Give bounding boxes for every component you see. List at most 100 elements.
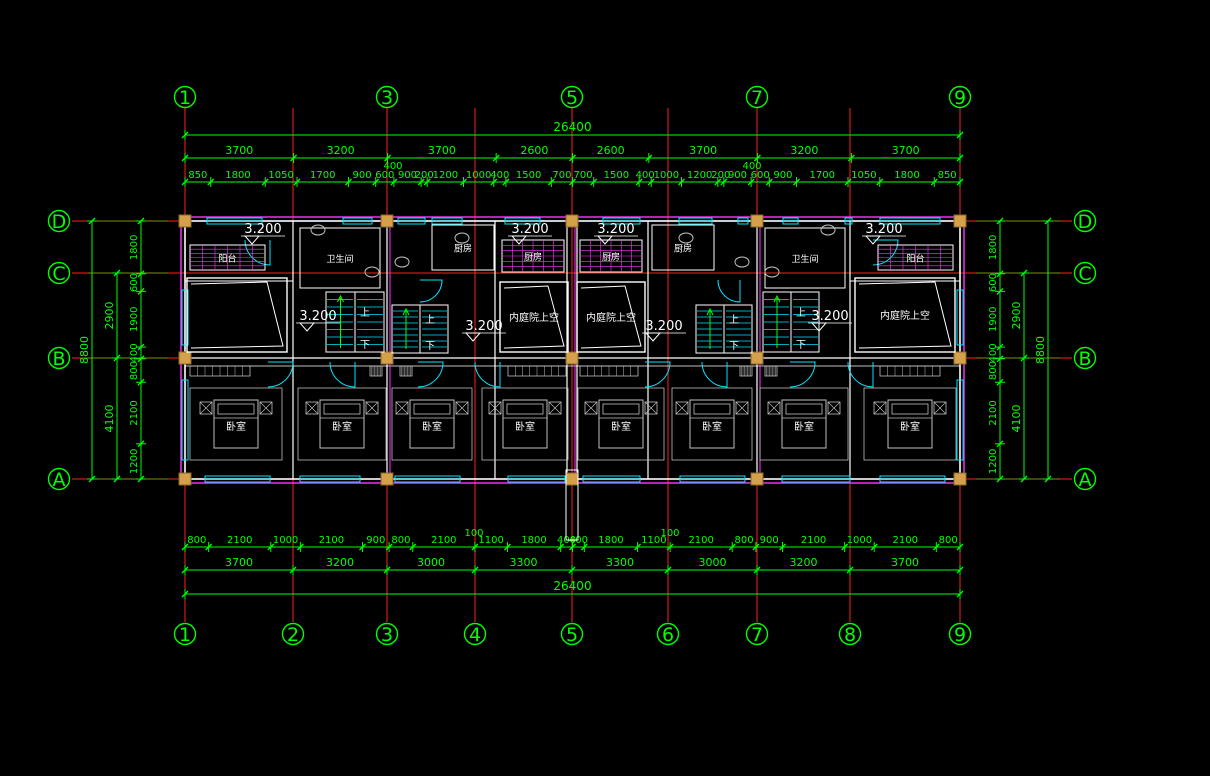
stair-right-up-label: 上 xyxy=(796,307,806,319)
bottom-detail-dim-slash-3 xyxy=(296,543,304,551)
top-detail-dim-slash-22 xyxy=(793,178,800,186)
bedroom-5-bed xyxy=(598,399,644,449)
top-bay-dim-value-6: 3200 xyxy=(790,144,818,157)
left-detail-dim-slash-5 xyxy=(137,378,145,386)
top-bay-dim-value-0: 3700 xyxy=(225,144,253,157)
bedroom-7-pillow xyxy=(785,403,823,415)
bottom-bubble-8-label: 8 xyxy=(844,624,856,646)
top-bubble-7-label: 7 xyxy=(751,87,763,109)
bedroom-2-bed xyxy=(319,399,365,449)
bottom-bubble-1-label: 1 xyxy=(179,624,191,646)
elevation-mark-5-value: 3.200 xyxy=(465,319,502,334)
bottom-bubble-5-circle xyxy=(560,622,584,646)
right-bubble-D-label: D xyxy=(1078,211,1093,233)
top-bubble-3-label: 3 xyxy=(381,87,393,109)
left-segment-dim-value-0: 2900 xyxy=(103,302,116,330)
bedroom-3-frame xyxy=(391,387,473,461)
bedroom-4-nightstand-x2-0 xyxy=(488,401,502,415)
right-detail-dim-slash-2 xyxy=(996,287,1004,295)
bottom-detail-dim-value-12: 1100 xyxy=(641,535,666,546)
top-bubble-7-circle xyxy=(745,85,769,109)
bedroom-4-nightstand-0 xyxy=(488,401,502,415)
structural-column-5 xyxy=(178,351,192,365)
top-detail-dim-value-18: 200 xyxy=(711,170,730,181)
top-overall-dim-value-0: 26400 xyxy=(553,120,591,134)
right-bubble-A-circle xyxy=(1073,467,1097,491)
bedroom-6-bed xyxy=(689,399,735,449)
bottom-bubble-8-circle xyxy=(838,622,862,646)
top-detail-dim-slash-4 xyxy=(345,178,352,186)
balcony-right-label: 阳台 xyxy=(906,253,924,265)
bottom-bay-dim-slash-8 xyxy=(956,566,964,574)
bedroom-8-nightstand-x2-1 xyxy=(933,401,947,415)
door-swing-11 xyxy=(717,279,741,303)
bedroom-5-nightstand-x2-0 xyxy=(584,401,598,415)
bedroom-1-label: 卧室 xyxy=(226,420,246,433)
door-swing-9 xyxy=(244,239,271,266)
bottom-bay-dim-slash-6 xyxy=(753,566,761,574)
top-detail-dim-slash-16 xyxy=(647,178,655,186)
bottom-detail-dim-slash-4 xyxy=(359,543,366,551)
top-detail-dim-value-20: 600 xyxy=(751,170,770,181)
bedroom-2-nightstand-x2-0 xyxy=(305,401,319,415)
bedroom-1-nightstand-0 xyxy=(199,401,213,415)
top-detail-dim-slash-15 xyxy=(635,178,643,186)
bedroom-3-label: 卧室 xyxy=(422,420,442,433)
right-bubble-C-circle xyxy=(1073,261,1097,285)
right-detail-dim-value-6: 1200 xyxy=(988,449,999,474)
bottom-detail-dim-slash-11 xyxy=(580,543,588,551)
door-swing-10 xyxy=(419,279,443,303)
structural-column-7 xyxy=(565,351,579,365)
bottom-detail-dim-slash-2 xyxy=(267,543,275,551)
bedroom-6-label: 卧室 xyxy=(702,420,722,433)
stair-right-down-label: 下 xyxy=(796,340,806,351)
bedroom-2-pillow xyxy=(323,403,361,415)
bedroom-3-pillow xyxy=(413,403,451,415)
top-bay-dim-slash-6 xyxy=(753,154,761,162)
left-segment-dim-value-1: 4100 xyxy=(103,405,116,433)
bottom-bubble-9-label: 9 xyxy=(954,624,966,646)
left-bubble-C-label: C xyxy=(52,263,65,285)
top-detail-dim-slash-19 xyxy=(720,178,728,186)
right-bubble-D-circle xyxy=(1073,209,1097,233)
elevation-mark-3-value: 3.200 xyxy=(865,222,902,237)
bedroom-7-nightstand-1 xyxy=(827,401,841,415)
structural-column-13 xyxy=(750,472,764,486)
bottom-detail-dim-value-19: 800 xyxy=(939,535,958,546)
left-bubble-C-circle xyxy=(47,261,71,285)
fixture-1 xyxy=(364,266,380,278)
kitchen-2-label: 厨房 xyxy=(524,251,542,263)
bottom-offset-right: 100 xyxy=(660,528,679,539)
bottom-bay-dim-slash-2 xyxy=(383,566,391,574)
right-segment-dim-value-1: 4100 xyxy=(1010,405,1023,433)
top-detail-dim-slash-14 xyxy=(590,178,598,186)
bottom-detail-dim-slash-0 xyxy=(181,543,189,551)
fixture-7 xyxy=(678,232,694,244)
right-bubble-A-label: A xyxy=(1079,469,1092,491)
stair-center-right-up-label: 上 xyxy=(729,314,739,326)
left-detail-dim-value-4: 800 xyxy=(129,361,140,380)
top-bubble-9-circle xyxy=(948,85,972,109)
bottom-detail-dim-value-6: 2100 xyxy=(431,535,456,546)
structural-column-1 xyxy=(380,214,394,228)
top-detail-dim-value-8: 1200 xyxy=(433,170,458,181)
door-swing-3 xyxy=(417,361,444,388)
elevation-mark-6-value: 3.200 xyxy=(645,319,682,334)
elevation-mark-0-triangle xyxy=(243,235,261,245)
top-bay-dim-value-2: 3700 xyxy=(428,144,456,157)
top-detail-dim-value-25: 850 xyxy=(938,170,957,181)
top-detail-dim-slash-25 xyxy=(930,178,938,186)
stair-left-down-label: 下 xyxy=(360,340,370,351)
bottom-bubble-7-circle xyxy=(745,622,769,646)
top-detail-dim-slash-6 xyxy=(390,178,398,186)
top-detail-dim-slash-12 xyxy=(547,178,555,186)
bottom-detail-dim-slash-19 xyxy=(932,543,940,551)
bottom-detail-dim-slash-9 xyxy=(557,543,565,551)
top-bubble-3-circle xyxy=(375,85,399,109)
top-detail-dim-slash-2 xyxy=(261,178,269,186)
bedroom-6-frame xyxy=(671,387,753,461)
bedroom-8-nightstand-x2-0 xyxy=(873,401,887,415)
left-overall-dim-value-0: 8800 xyxy=(78,336,91,364)
top-detail-dim-value-9: 1000 xyxy=(466,170,491,181)
courtyard-void-right-outline xyxy=(858,281,952,349)
